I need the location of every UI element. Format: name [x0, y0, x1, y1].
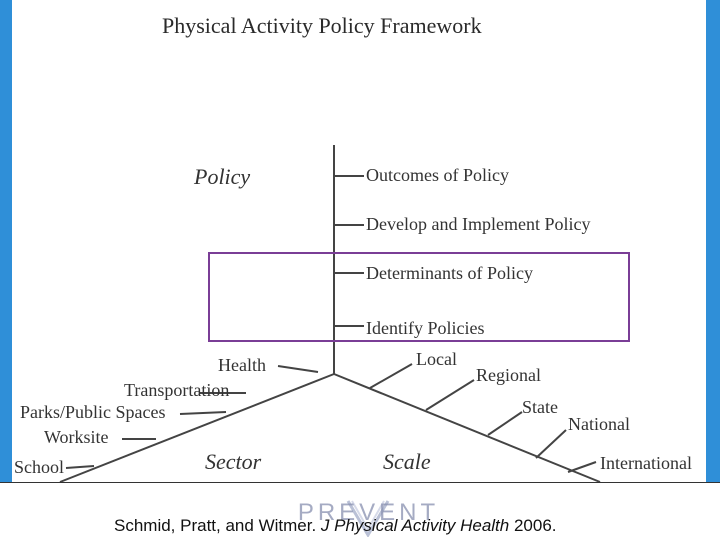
- policy-item-outcomes: Outcomes of Policy: [366, 165, 509, 185]
- scale-label: Scale: [383, 449, 431, 474]
- policy-label: Policy: [194, 164, 251, 189]
- scale-tick: [487, 411, 523, 436]
- sector-tick: [277, 365, 319, 373]
- scale-tick: [535, 429, 567, 459]
- sector-axis: [59, 373, 335, 483]
- scale-tick: [567, 461, 597, 473]
- sector-item-worksite: Worksite: [44, 427, 109, 447]
- slide-panel: [12, 0, 706, 482]
- policy-item-identify: Identify Policies: [366, 318, 485, 338]
- citation: Schmid, Pratt, and Witmer. J Physical Ac…: [114, 516, 557, 536]
- scale-item-national: National: [568, 414, 630, 434]
- scale-item-local: Local: [416, 349, 457, 369]
- citation-year: 2006.: [509, 516, 557, 535]
- scale-item-state: State: [522, 397, 558, 417]
- page-title: Physical Activity Policy Framework: [162, 13, 482, 38]
- citation-authors: Schmid, Pratt, and Witmer.: [114, 516, 321, 535]
- scale-tick: [369, 363, 413, 389]
- scale-tick: [425, 379, 475, 411]
- scale-item-international: International: [600, 453, 692, 473]
- policy-item-develop: Develop and Implement Policy: [366, 214, 591, 234]
- sector-item-parks: Parks/Public Spaces: [20, 402, 166, 422]
- highlight-box: [208, 252, 630, 342]
- sector-label: Sector: [205, 449, 262, 474]
- policy-item-determinants: Determinants of Policy: [366, 263, 533, 283]
- sector-item-transportation: Transportation: [124, 380, 230, 400]
- scale-axis: [333, 373, 601, 483]
- sector-item-school: School: [14, 457, 65, 477]
- scale-item-regional: Regional: [476, 365, 541, 385]
- sector-tick: [179, 411, 227, 415]
- sector-item-health: Health: [218, 355, 266, 375]
- footer-bar: [0, 482, 720, 540]
- logo-text: PREVENT: [297, 499, 440, 526]
- sector-tick: [65, 465, 95, 469]
- citation-journal: J Physical Activity Health: [320, 516, 510, 535]
- prevent-logo: PREVENT: [296, 493, 441, 537]
